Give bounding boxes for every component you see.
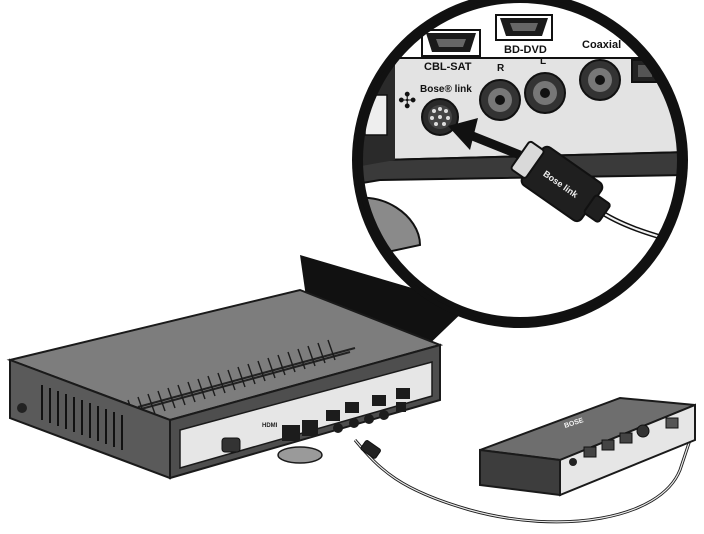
- label-bose-link-port: Bose® link: [420, 84, 472, 95]
- insert-arrow: [448, 118, 522, 160]
- label-bd-dvd: BD-DVD: [504, 44, 547, 56]
- module-left-side: [479, 448, 561, 497]
- bose-link-plug: Bose link: [510, 140, 611, 223]
- bose-link-plug-small: [360, 440, 381, 459]
- magnifier-ring: [357, 0, 683, 323]
- rca-jack-l: [524, 72, 566, 114]
- label-audio-r: R: [497, 63, 505, 74]
- label-coaxial: Coaxial: [582, 39, 621, 51]
- hdmi-port-bd-dvd: [495, 14, 553, 41]
- console-unit: HDMI: [6, 288, 444, 480]
- console-side-vent: [41, 385, 123, 450]
- coaxial-jack: [579, 59, 621, 101]
- wireless-module: BOSE: [479, 396, 696, 497]
- console-foot: [277, 446, 323, 464]
- bose-link-cable-inner: [354, 439, 691, 523]
- console-vent-slots: [127, 339, 336, 421]
- hdmi-port-cbl-sat: [421, 29, 481, 57]
- console-rear-inset: [179, 361, 433, 469]
- power-socket: [221, 437, 241, 453]
- console-rear-connectors: [282, 388, 410, 441]
- console-hdmi-label: HDMI: [262, 423, 278, 429]
- magnifier-detail: CBL-SAT BD-DVD Coaxial Bose® link R L ✣: [360, 0, 680, 320]
- module-ports: [569, 417, 679, 466]
- label-cbl-sat: CBL-SAT: [424, 61, 472, 73]
- rca-jack-r: [479, 79, 521, 121]
- bose-link-symbol: ✣: [398, 88, 416, 113]
- console-side-jack: [17, 403, 27, 413]
- label-audio-l: L: [540, 56, 546, 67]
